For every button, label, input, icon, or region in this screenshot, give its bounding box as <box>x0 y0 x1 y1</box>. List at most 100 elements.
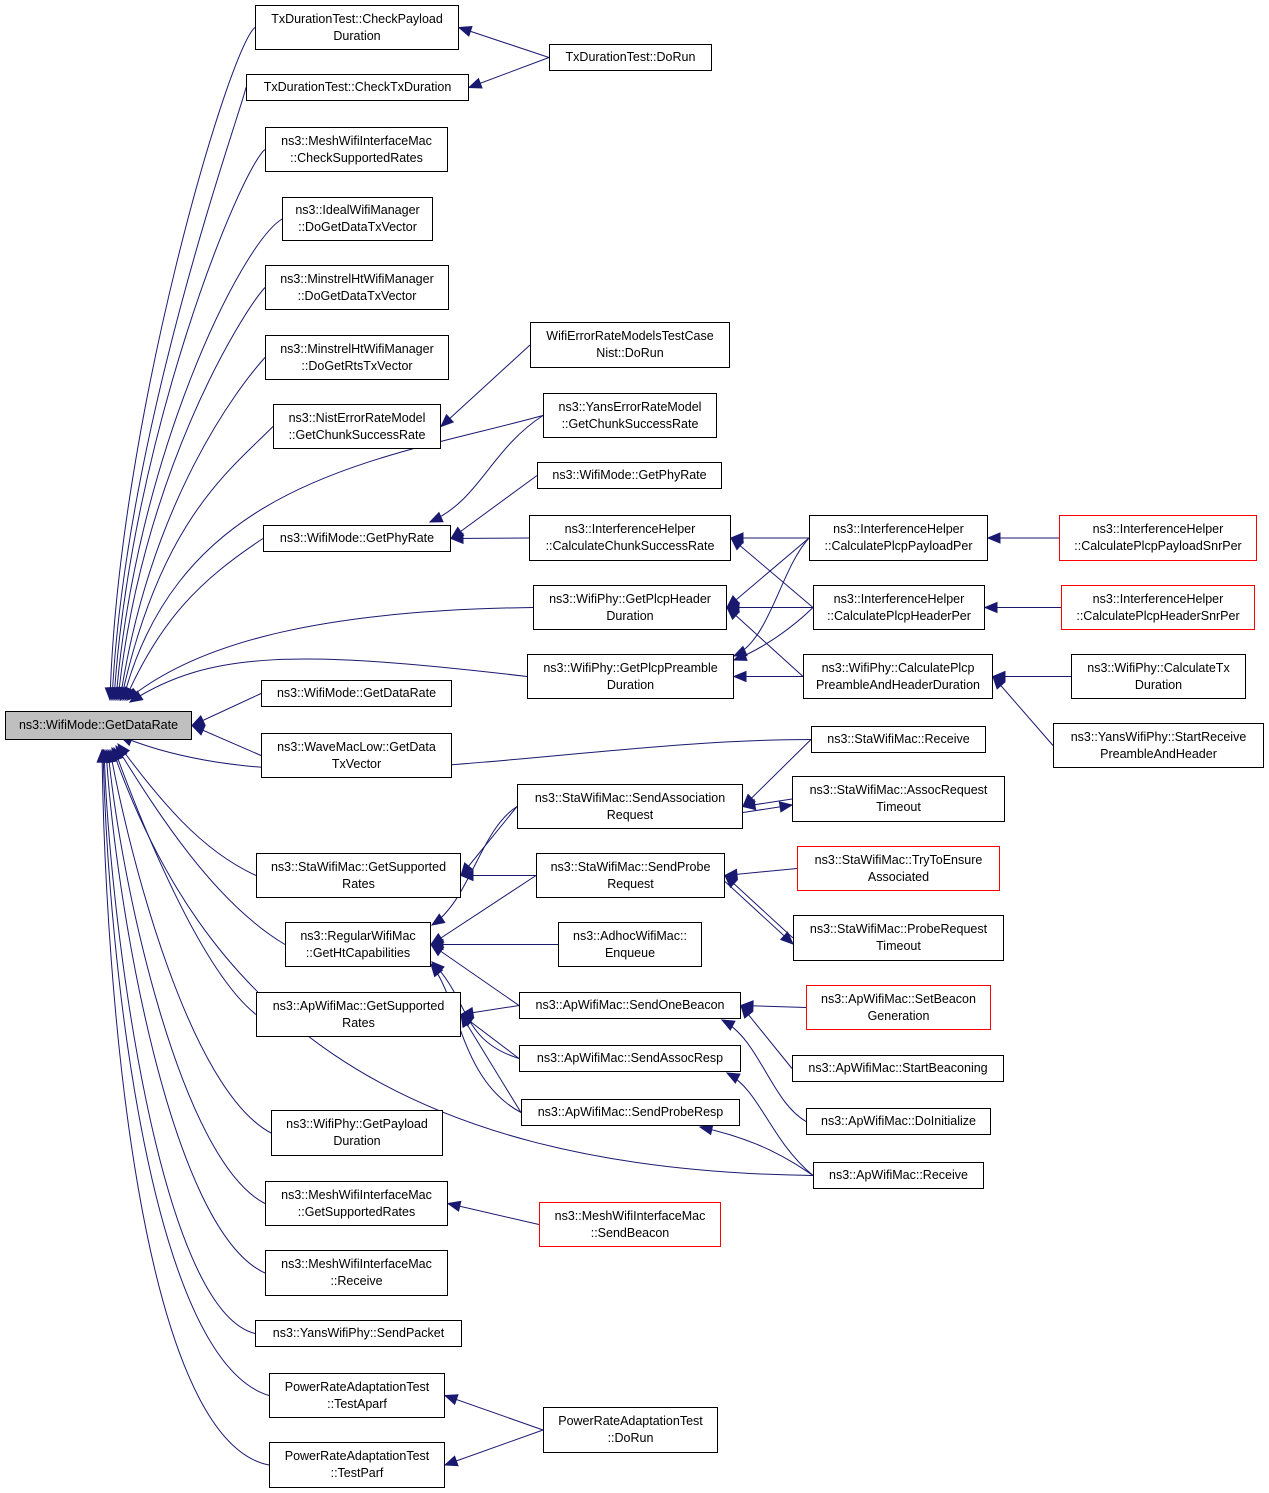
node-mhwm-dgrtv[interactable]: ns3::MinstrelHtWifiManager::DoGetRtsTxVe… <box>265 335 449 380</box>
node-label-line: ns3::InterferenceHelper <box>833 591 965 606</box>
edge-line <box>105 749 266 1274</box>
edge-arrowhead <box>730 537 745 551</box>
edge-arrowhead <box>443 1394 459 1406</box>
edge-arrowhead <box>725 1072 741 1084</box>
node-label-line: Associated <box>867 869 930 884</box>
node-prat-tp[interactable]: PowerRateAdaptationTest::TestParf <box>269 1442 445 1488</box>
edge-line <box>468 57 550 88</box>
node-label-line: ns3::MeshWifiInterfaceMac <box>281 133 432 148</box>
node-tdt-ctd[interactable]: TxDurationTest::CheckTxDuration <box>246 74 469 101</box>
node-mwim-csr[interactable]: ns3::MeshWifiInterfaceMac::CheckSupporte… <box>265 127 448 172</box>
node-nerm-gcsr[interactable]: ns3::NistErrorRateModel::GetChunkSuccess… <box>273 404 441 449</box>
edge-line <box>111 87 247 701</box>
node-label-line: ns3::StaWifiMac::SendAssociation <box>534 790 726 805</box>
edge-wm-gdr-to-root <box>190 693 262 727</box>
node-mhwm-dgdtv[interactable]: ns3::MinstrelHtWifiManager::DoGetDataTxV… <box>265 265 449 310</box>
node-prat-dorun[interactable]: PowerRateAdaptationTest::DoRun <box>543 1407 718 1453</box>
node-yerm-gcsr[interactable]: ns3::YansErrorRateModel::GetChunkSuccess… <box>543 393 717 438</box>
node-awm-enq[interactable]: ns3::AdhocWifiMac::Enqueue <box>558 922 702 967</box>
node-label-line: Rates <box>342 876 375 891</box>
edge-arrowhead <box>460 862 474 877</box>
edge-line <box>699 1126 814 1176</box>
node-label-line: Rates <box>342 1015 375 1030</box>
node-ih-ccsr[interactable]: ns3::InterferenceHelper::CalculateChunkS… <box>529 515 731 561</box>
node-label-line: ns3::WifiPhy::CalculatePlcp <box>821 660 975 675</box>
node-label-line: Timeout <box>876 939 921 953</box>
node-rwm-ghc[interactable]: ns3::RegularWifiMac::GetHtCapabilities <box>285 922 431 967</box>
node-label-line: ns3::YansErrorRateModel <box>558 399 702 414</box>
node-apwm-sob[interactable]: ns3::ApWifiMac::SendOneBeacon <box>519 992 741 1019</box>
node-tdt-dorun[interactable]: TxDurationTest::DoRun <box>549 44 712 71</box>
node-ih-cphsp[interactable]: ns3::InterferenceHelper::CalculatePlcpHe… <box>1061 585 1255 630</box>
edge-arrowhead <box>443 1455 459 1467</box>
node-label-line: ::GetChunkSuccessRate <box>288 427 426 442</box>
node-apwm-sar[interactable]: ns3::ApWifiMac::SendAssocResp <box>519 1045 741 1072</box>
node-label-line: ns3::StaWifiMac::Receive <box>827 732 970 746</box>
node-wm-gdr[interactable]: ns3::WifiMode::GetDataRate <box>261 680 452 707</box>
node-iwm-dgdtv[interactable]: ns3::IdealWifiManager::DoGetDataTxVector <box>282 197 433 241</box>
node-label-line: ns3::RegularWifiMac <box>300 928 416 943</box>
edge-arrowhead <box>732 650 748 661</box>
edge-line <box>109 27 256 701</box>
node-wm-gpr[interactable]: ns3::WifiMode::GetPhyRate <box>263 525 451 552</box>
edge-arrowhead <box>128 690 144 703</box>
node-label-line: ::CalculatePlcpHeaderSnrPer <box>1076 608 1240 623</box>
edge-arrowhead <box>732 670 747 683</box>
edge-line <box>440 344 531 427</box>
edge-line <box>119 735 812 771</box>
node-mwim-recv[interactable]: ns3::MeshWifiInterfaceMac::Receive <box>265 1250 448 1296</box>
node-wm-gpr2[interactable]: ns3::WifiMode::GetPhyRate <box>537 462 722 489</box>
edge-arrowhead <box>190 724 206 736</box>
node-label-line: ns3::InterferenceHelper <box>1092 522 1224 536</box>
edge-line <box>430 944 520 1006</box>
edge-line <box>117 743 257 876</box>
node-apwm-recv[interactable]: ns3::ApWifiMac::Receive <box>813 1162 984 1189</box>
node-label-line: ns3::ApWifiMac::DoInitialize <box>821 1114 976 1128</box>
edge-tdt-cpd-to-root <box>104 27 256 702</box>
node-ih-cphp[interactable]: ns3::InterferenceHelper::CalculatePlcpHe… <box>813 585 985 630</box>
node-label-line: ns3::InterferenceHelper <box>564 522 696 536</box>
edge-apwm-sbg-to-apwm-sob <box>739 1000 807 1012</box>
edge-arrowhead <box>779 931 794 945</box>
node-prat-ta[interactable]: PowerRateAdaptationTest::TestAparf <box>269 1373 445 1418</box>
node-mwim-gsr[interactable]: ns3::MeshWifiInterfaceMac::GetSupportedR… <box>265 1181 448 1226</box>
node-swm-recv[interactable]: ns3::StaWifiMac::Receive <box>811 726 986 753</box>
edge-line <box>724 875 794 939</box>
node-label-line: ns3::StaWifiMac::GetSupported <box>270 859 447 874</box>
edge-swm-spr-to-swm-prt <box>724 881 794 945</box>
node-ih-cppsp[interactable]: ns3::InterferenceHelper::CalculatePlcpPa… <box>1059 515 1257 561</box>
edge-prat-dorun-to-prat-tp <box>443 1429 544 1467</box>
edge-arrowhead <box>724 874 739 889</box>
edge-ih-cppp-to-wp-gppd <box>732 537 810 657</box>
node-ywp-sp[interactable]: ns3::YansWifiPhy::SendPacket <box>255 1320 462 1347</box>
node-ih-cppp[interactable]: ns3::InterferenceHelper::CalculatePlcpPa… <box>809 515 988 561</box>
node-apwm-di[interactable]: ns3::ApWifiMac::DoInitialize <box>806 1108 991 1135</box>
node-label-line: ns3::ApWifiMac::SendProbeResp <box>537 1105 724 1119</box>
edge-line <box>742 739 812 807</box>
node-apwm-sb[interactable]: ns3::ApWifiMac::StartBeaconing <box>792 1055 1004 1082</box>
edge-arrowhead <box>720 1019 736 1031</box>
node-mwim-sb[interactable]: ns3::MeshWifiInterfaceMac::SendBeacon <box>539 1202 721 1247</box>
node-label-line: ns3::StaWifiMac::SendProbe <box>550 859 711 874</box>
edge-awm-enq-to-rwm-ghc <box>429 938 558 951</box>
node-apwm-spr[interactable]: ns3::ApWifiMac::SendProbeResp <box>521 1099 740 1126</box>
node-label-line: ns3::YansWifiPhy::StartReceive <box>1070 729 1247 744</box>
node-label-line: ns3::WifiPhy::GetPlcpHeader <box>549 591 711 606</box>
